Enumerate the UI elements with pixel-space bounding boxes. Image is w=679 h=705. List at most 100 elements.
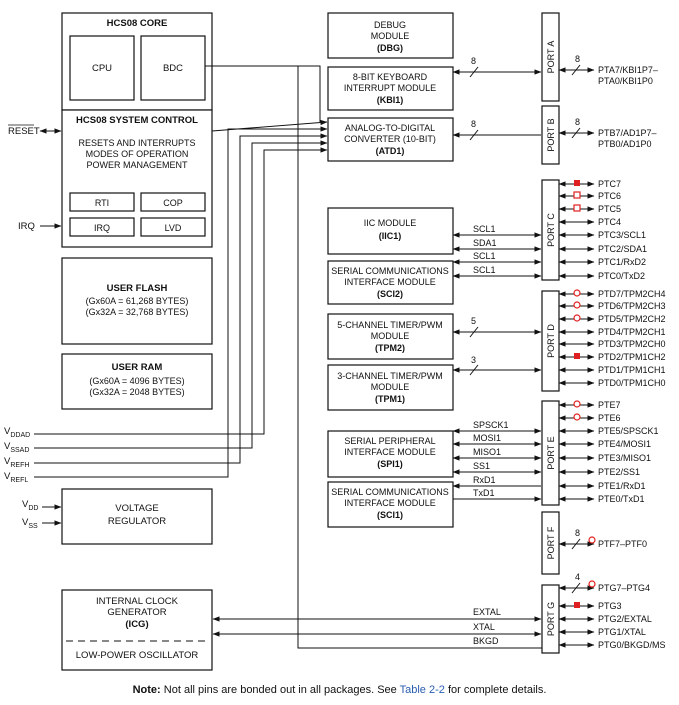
table-2-2-link[interactable]: Table 2-2	[399, 684, 445, 696]
sci1-line-1: SERIAL COMMUNICATIONS	[331, 487, 449, 497]
pin-label-a-0: PTA7/KBI1P7–	[598, 65, 658, 75]
pin-label-b-0: PTB7/AD1P7–	[598, 128, 657, 138]
port-c-box	[541, 179, 560, 281]
pin-label-c-2: PTC5	[598, 204, 621, 214]
lpo-label: LOW-POWER OSCILLATOR	[76, 650, 199, 661]
pin-label-c-3: PTC4	[598, 217, 621, 227]
tpm1-line-2: MODULE	[371, 382, 410, 392]
pin-label-g-1: PTG3	[598, 601, 622, 611]
port-f-label: PORT F	[546, 526, 556, 559]
flash-title: USER FLASH	[107, 283, 168, 294]
rti-label: RTI	[95, 198, 109, 208]
sysctl-line-1: RESETS AND INTERRUPTS	[78, 138, 195, 148]
sci1-line-2: INTERFACE MODULE	[344, 498, 436, 508]
vrefh-label: VREFH	[4, 456, 29, 469]
atd-line-2: CONVERTER (10-BIT)	[344, 134, 436, 144]
voltage-regulator: VOLTAGE REGULATOR	[61, 488, 213, 545]
sysctl-line-3: POWER MANAGEMENT	[86, 160, 188, 170]
rti-block	[69, 192, 135, 212]
sci1-abbr: (SCI1)	[377, 510, 403, 520]
pin-label-e-4: PTE3/MISO1	[598, 453, 651, 463]
spi-line-2: INTERFACE MODULE	[344, 447, 436, 457]
bus-marker-f	[588, 536, 596, 544]
module-port-links: 8 8 SCL1 SDA1 SCL1 SCL1 5 3 SPSCK1 MOSI1…	[212, 56, 542, 646]
pin-marker-c-1	[573, 191, 581, 199]
user-flash: USER FLASH (Gx60A = 61,268 BYTES) (Gx32A…	[61, 257, 213, 345]
port-b-label: PORT B	[546, 118, 556, 151]
sig-bkgd: BKGD	[473, 636, 499, 646]
pin-label-d-7: PTD0/TPM1CH0	[598, 378, 666, 388]
sig-scl1c: SCL1	[473, 265, 496, 275]
pin-label-c-0: PTC7	[598, 179, 621, 189]
pin-marker-g-1	[574, 602, 580, 608]
vss-label: VSS	[22, 517, 38, 530]
pin-label-g-2: PTG2/EXTAL	[598, 614, 652, 624]
irq-pin-label: IRQ	[18, 221, 35, 232]
sysctl-title: HCS08 SYSTEM CONTROL	[76, 115, 198, 126]
sig-extal: EXTAL	[473, 607, 501, 617]
pin-marker-e-1	[573, 413, 581, 421]
pin-label-f-0: PTF7–PTF0	[598, 539, 647, 549]
sig-sda1: SDA1	[473, 238, 497, 248]
kbi-line-1: 8-BIT KEYBOARD	[353, 72, 428, 82]
module-atd: ANALOG-TO-DIGITAL CONVERTER (10-BIT) (AT…	[327, 117, 454, 162]
ram-line-2: (Gx32A = 2048 BYTES)	[89, 387, 184, 397]
spi-line-1: SERIAL PERIPHERAL	[344, 436, 435, 446]
module-dbg: DEBUG MODULE (DBG)	[327, 12, 454, 59]
sci2-line-1: SERIAL COMMUNICATIONS	[331, 266, 449, 276]
sig-xtal: XTAL	[473, 622, 495, 632]
core-bus	[211, 65, 328, 132]
pin-marker-c-2	[573, 204, 581, 212]
flash-line-2: (Gx32A = 32,768 BYTES)	[86, 307, 189, 317]
module-iic: IIC MODULE (IIC1)	[327, 207, 454, 255]
tpm1-abbr: (TPM1)	[375, 394, 405, 404]
icg-block: INTERNAL CLOCK GENERATOR (ICG) LOW-POWER…	[61, 589, 213, 671]
vdd-label: VDD	[22, 499, 38, 512]
pin-label-e-7: PTE0/TxD1	[598, 494, 645, 504]
bdc-label: BDC	[163, 63, 183, 74]
bus-slash-b	[571, 127, 581, 139]
user-ram: USER RAM (Gx60A = 4096 BYTES) (Gx32A = 2…	[61, 353, 213, 410]
vrefl-label: VREFL	[4, 471, 28, 484]
port-a-box	[541, 12, 560, 102]
icg-line-1: INTERNAL CLOCK	[96, 596, 179, 607]
bus-width-b: 8	[575, 117, 580, 127]
system-control: HCS08 SYSTEM CONTROL RESETS AND INTERRUP…	[61, 109, 213, 248]
vreg-line-2: REGULATOR	[108, 516, 166, 527]
ram-line-1: (Gx60A = 4096 BYTES)	[89, 376, 184, 386]
pin-marker-d-1	[573, 301, 581, 309]
cpu-label: CPU	[92, 63, 112, 74]
atd-line-1: ANALOG-TO-DIGITAL	[345, 123, 435, 133]
flash-line-1: (Gx60A = 61,268 BYTES)	[86, 296, 189, 306]
port-e-label: PORT E	[546, 436, 556, 469]
note-label: Note:	[132, 684, 161, 696]
port-a-label: PORT A	[546, 41, 556, 74]
tpm2-line-1: 5-CHANNEL TIMER/PWM	[337, 320, 443, 330]
pin-label-g-4: PTG0/BKGD/MS	[598, 640, 666, 650]
bus-width-f: 8	[575, 528, 580, 538]
port-g-label: PORT G	[546, 602, 556, 636]
pin-label-c-7: PTC0/TxD2	[598, 271, 645, 281]
pin-marker-d-2	[573, 314, 581, 322]
vreg-line-1: VOLTAGE	[115, 503, 158, 514]
sig-txd1: TxD1	[473, 488, 495, 498]
note-text-2: for complete details.	[444, 684, 547, 696]
icg-abbr: (ICG)	[125, 619, 148, 630]
core-title: HCS08 CORE	[107, 18, 168, 29]
pin-label-d-4: PTD3/TPM2CH0	[598, 339, 666, 349]
pin-label-d-0: PTD7/TPM2CH4	[598, 289, 666, 299]
kbi-abbr: (KBI1)	[377, 95, 404, 105]
pin-label-c-6: PTC1/RxD2	[598, 257, 646, 267]
cop-block	[140, 192, 206, 212]
pin-label-e-2: PTE5/SPSCK1	[598, 426, 659, 436]
sci2-line-2: INTERFACE MODULE	[344, 277, 436, 287]
kbi-bus-width: 8	[471, 56, 476, 66]
pin-label-d-3: PTD4/TPM2CH1	[598, 327, 666, 337]
sysctl-line-2: MODES OF OPERATION	[86, 149, 189, 159]
tpm2-bus-width: 5	[471, 316, 476, 326]
pin-label-d-6: PTD1/TPM1CH1	[598, 365, 666, 375]
sig-scl1b: SCL1	[473, 251, 496, 261]
spi-abbr: (SPI1)	[377, 459, 403, 469]
port-d-box	[541, 290, 560, 392]
